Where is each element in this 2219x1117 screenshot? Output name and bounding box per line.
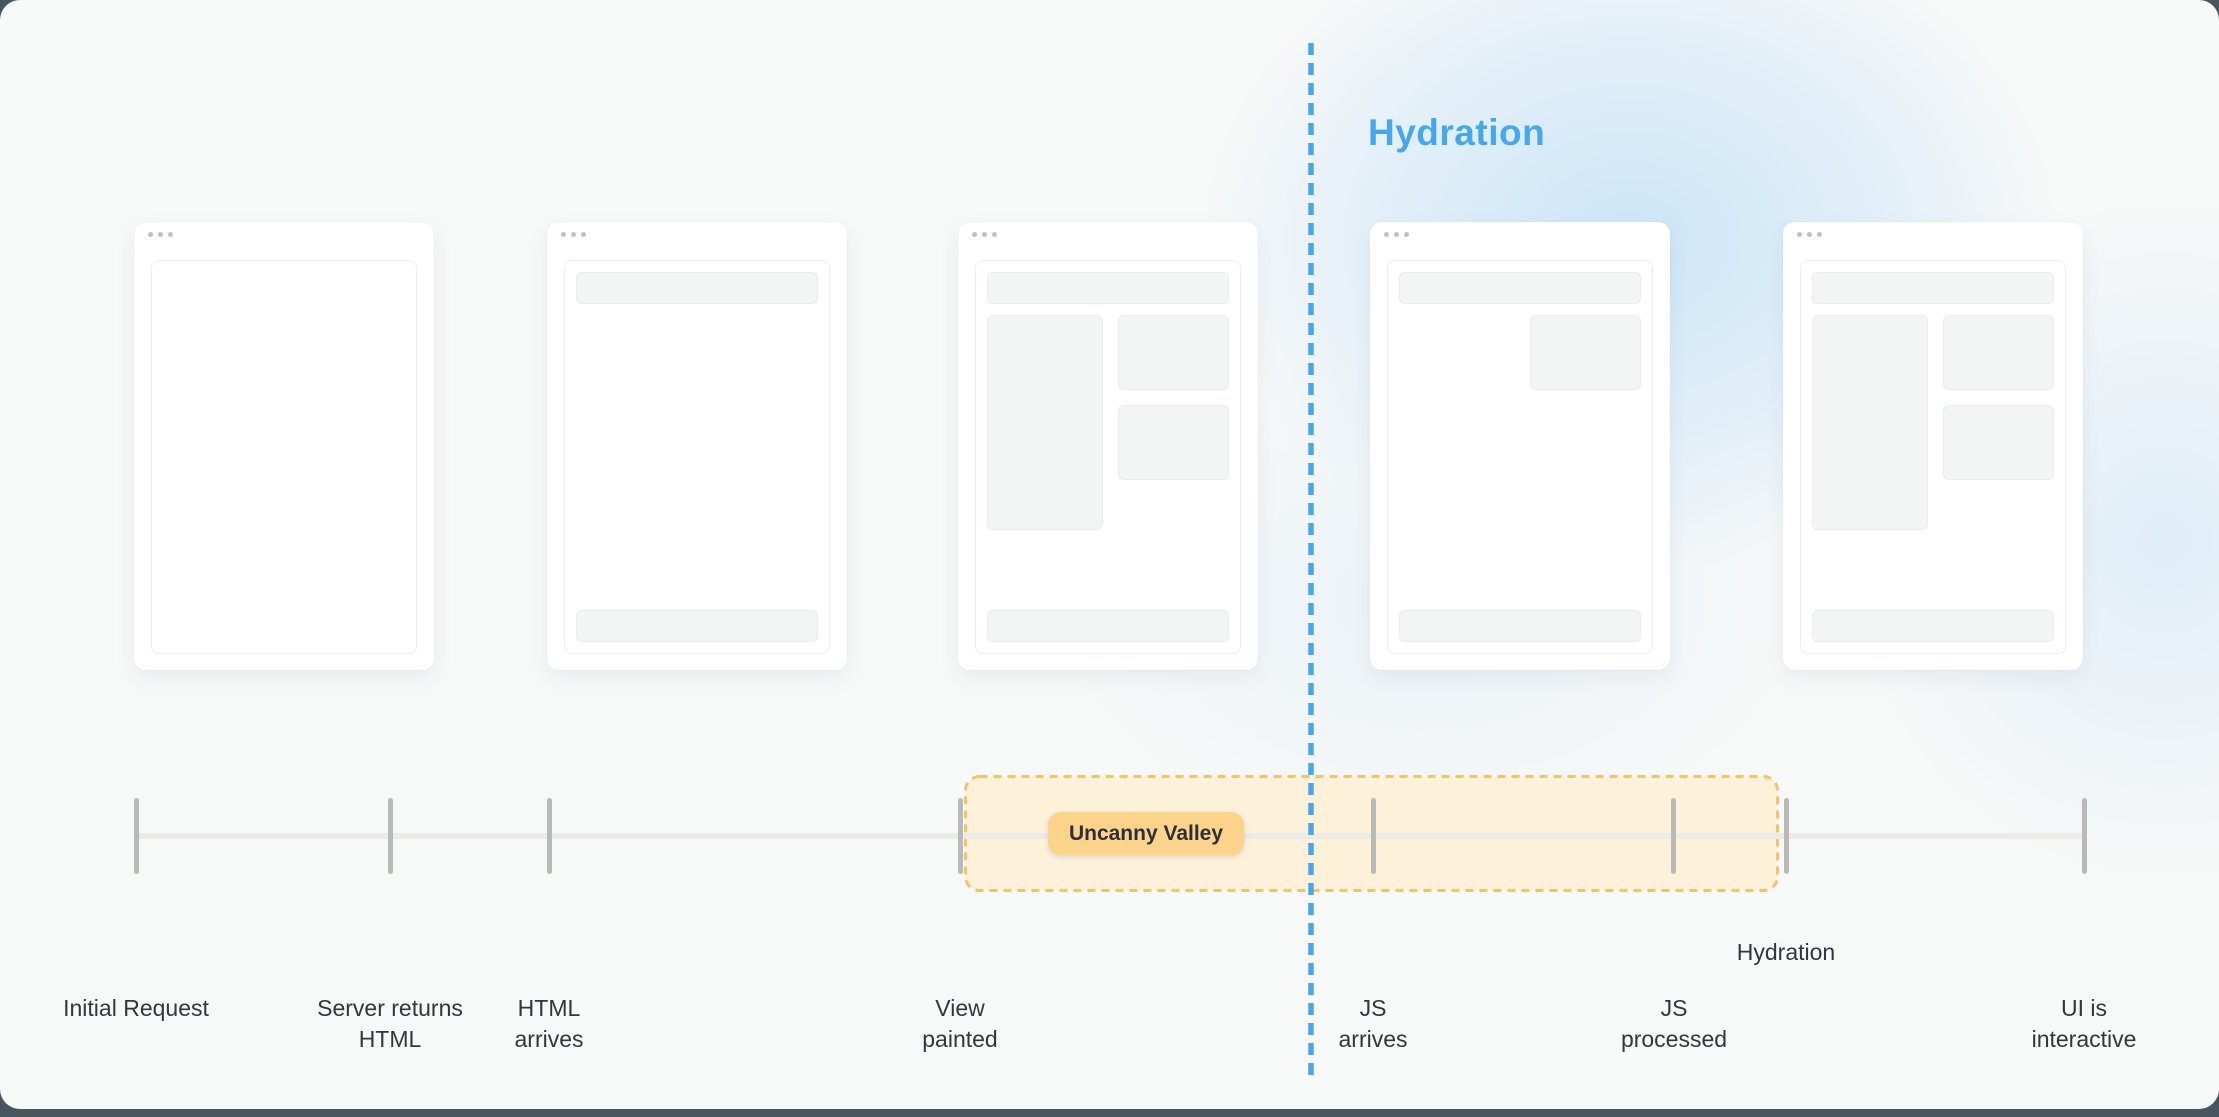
uncanny-valley-badge: Uncanny Valley [1048,812,1244,855]
tick-html-arrives [546,798,552,874]
skeleton-header-block [1399,272,1641,304]
skeleton-footer-block [1812,610,2054,642]
traffic-lights-icon [1797,232,1822,237]
browser-viewport [1800,260,2066,654]
tick-ui-interactive [2081,798,2087,874]
milestone-label-js-processed: JS processed [1620,995,1728,1052]
tick-server-returns-html [387,798,393,874]
skeleton-right-block-1 [1118,315,1229,390]
skeleton-header-block [576,272,818,304]
browser-mock-ui-interactive [1783,222,2083,670]
milestone-label-server-returns-html: Server returns HTML [317,995,463,1052]
uncanny-valley-badge-label: Uncanny Valley [1068,821,1224,845]
browser-viewport [151,260,417,654]
tick-hydration [1783,798,1789,874]
skeleton-left-block [987,315,1103,530]
browser-mock-server-returns-html [547,222,847,670]
browser-mock-js-arrives [1370,222,1670,670]
browser-mock-view-painted [958,222,1258,670]
skeleton-right-block-1 [1530,315,1641,390]
milestone-label-ui-interactive: UI is interactive [2031,995,2137,1052]
browser-viewport [975,260,1241,654]
skeleton-header-block [1812,272,2054,304]
milestone-label-initial-request: Initial Request [63,995,209,1021]
skeleton-right-block-2 [1118,405,1229,480]
skeleton-right-block-1 [1943,315,2054,390]
tick-view-painted [957,798,963,874]
traffic-lights-icon [561,232,586,237]
tick-js-arrives [1370,798,1376,874]
traffic-lights-icon [148,232,173,237]
browser-viewport [564,260,830,654]
milestone-label-hydration: Hydration [1736,939,1836,965]
skeleton-footer-block [576,610,818,642]
skeleton-left-block [1812,315,1928,530]
browser-mock-initial-request [134,222,434,670]
tick-initial-request [133,798,139,874]
skeleton-footer-block [1399,610,1641,642]
milestone-label-view-painted: View painted [922,995,998,1052]
milestone-label-js-arrives: JS arrives [1338,995,1408,1052]
traffic-lights-icon [1384,232,1409,237]
skeleton-footer-block [987,610,1229,642]
hydration-divider-dashed-line [1308,43,1314,1077]
browser-viewport [1387,260,1653,654]
milestone-label-html-arrives: HTML arrives [514,995,584,1052]
skeleton-right-block-2 [1943,405,2054,480]
hydration-zone-title: Hydration [1368,112,1546,153]
skeleton-header-block [987,272,1229,304]
tick-js-processed [1670,798,1676,874]
traffic-lights-icon [972,232,997,237]
